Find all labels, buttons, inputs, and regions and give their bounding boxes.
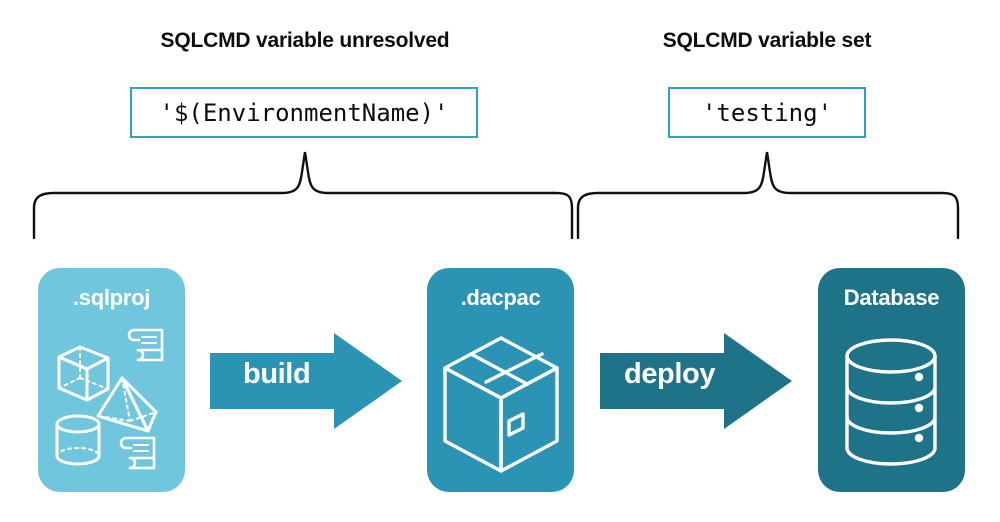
package-box-icon xyxy=(443,336,559,473)
arrow-label-build: build xyxy=(243,358,311,390)
database-cylinder-icon xyxy=(845,338,937,466)
brace-right-icon xyxy=(576,151,960,240)
node-card-database[interactable]: Database xyxy=(818,268,965,492)
arrow-deploy xyxy=(600,333,792,429)
node-card-dacpac[interactable]: .dacpac xyxy=(427,268,574,492)
brace-left-icon xyxy=(32,151,574,240)
node-label-dacpac: .dacpac xyxy=(460,285,541,310)
arrow-label-deploy: deploy xyxy=(624,358,716,390)
node-card-sqlproj[interactable]: .sqlproj xyxy=(38,268,185,492)
code-value-box-set: 'testing' xyxy=(668,87,866,138)
node-label-database: Database xyxy=(843,285,940,310)
group-caption-set: SQLCMD variable set xyxy=(662,29,872,52)
node-label-sqlproj: .sqlproj xyxy=(72,285,151,310)
code-value-box-unresolved: '$(EnvironmentName)' xyxy=(130,87,478,138)
group-caption-unresolved: SQLCMD variable unresolved xyxy=(160,29,450,52)
arrow-build xyxy=(210,333,402,429)
sql-project-objects-icon xyxy=(55,328,164,470)
